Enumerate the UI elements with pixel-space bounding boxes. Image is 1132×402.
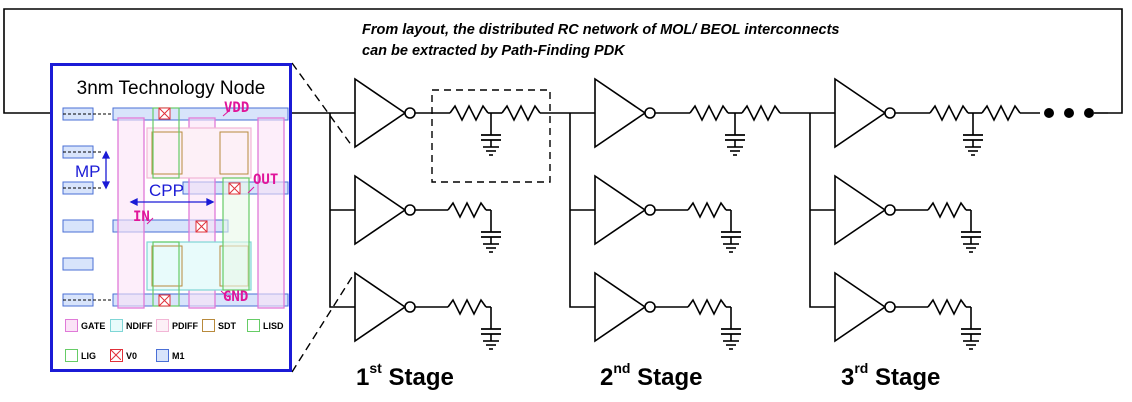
- pin-out: OUT: [253, 172, 279, 188]
- stage2-inverter-load-2: [594, 272, 656, 342]
- annotation-line-2: can be extracted by Path-Finding PDK: [362, 43, 625, 59]
- technology-node-layout: 3nm Technology Node: [50, 63, 292, 372]
- stage2-inverter-load-1: [594, 175, 656, 245]
- legend-item-pdiff: PDIFF: [156, 319, 198, 332]
- legend-label: PDIFF: [172, 320, 198, 331]
- legend-label: V0: [126, 350, 138, 361]
- annotation: From layout, the distributed RC network …: [362, 20, 962, 62]
- legend-swatch: [65, 319, 78, 332]
- stage2-inverter-main: [594, 78, 656, 148]
- legend-swatch: [156, 349, 169, 362]
- legend-swatch: [247, 319, 260, 332]
- legend-label: GATE: [81, 320, 106, 331]
- stage-1: [329, 78, 595, 350]
- continuation-dots: [1044, 108, 1094, 118]
- legend-item-lisd: LISD: [247, 319, 284, 332]
- legend-label: M1: [172, 350, 185, 361]
- legend-item-m1: M1: [156, 349, 185, 362]
- stage-label-1: 1st Stage: [356, 360, 454, 391]
- stage-2: [569, 78, 835, 350]
- legend-label: LISD: [263, 320, 284, 331]
- legend-swatch: [110, 349, 123, 362]
- stage1-inverter-load-1: [354, 175, 416, 245]
- stage-3: [809, 78, 1040, 350]
- mp-label: MP: [75, 162, 101, 181]
- stage3-inverter-main: [834, 78, 896, 148]
- pin-gnd: GND: [223, 289, 249, 305]
- legend-swatch: [202, 319, 215, 332]
- legend-swatch: [65, 349, 78, 362]
- rc-extraction-box: [431, 89, 551, 183]
- annotation-line-1: From layout, the distributed RC network …: [362, 22, 840, 38]
- pin-in: IN: [133, 209, 150, 225]
- feedback-wire: [3, 8, 1123, 114]
- pin-vdd: VDD: [224, 100, 250, 116]
- stage3-inverter-load-2: [834, 272, 896, 342]
- legend-item-v0: V0: [110, 349, 137, 362]
- cpp-label: CPP: [149, 181, 184, 200]
- node-title: 3nm Technology Node: [76, 78, 266, 99]
- stage-label-3: 3rd Stage: [841, 360, 941, 391]
- legend-item-sdt: SDT: [202, 319, 236, 332]
- stage3-inverter-load-1: [834, 175, 896, 245]
- legend-label: SDT: [218, 320, 236, 331]
- zoom-line-bottom: [291, 276, 353, 373]
- layout-drawing: [62, 107, 289, 309]
- legend-item-ndiff: NDIFF: [110, 319, 153, 332]
- legend-item-gate: GATE: [65, 319, 105, 332]
- stage1-inverter-load-2: [354, 272, 416, 342]
- legend-label: NDIFF: [126, 320, 153, 331]
- legend-label: LIG: [81, 350, 96, 361]
- zoom-line-top: [291, 62, 353, 147]
- stage-label-2: 2nd Stage: [600, 360, 703, 391]
- legend-item-lig: LIG: [65, 349, 96, 362]
- stage1-inverter-main: [354, 78, 416, 148]
- legend-swatch: [110, 319, 123, 332]
- legend-swatch: [156, 319, 169, 332]
